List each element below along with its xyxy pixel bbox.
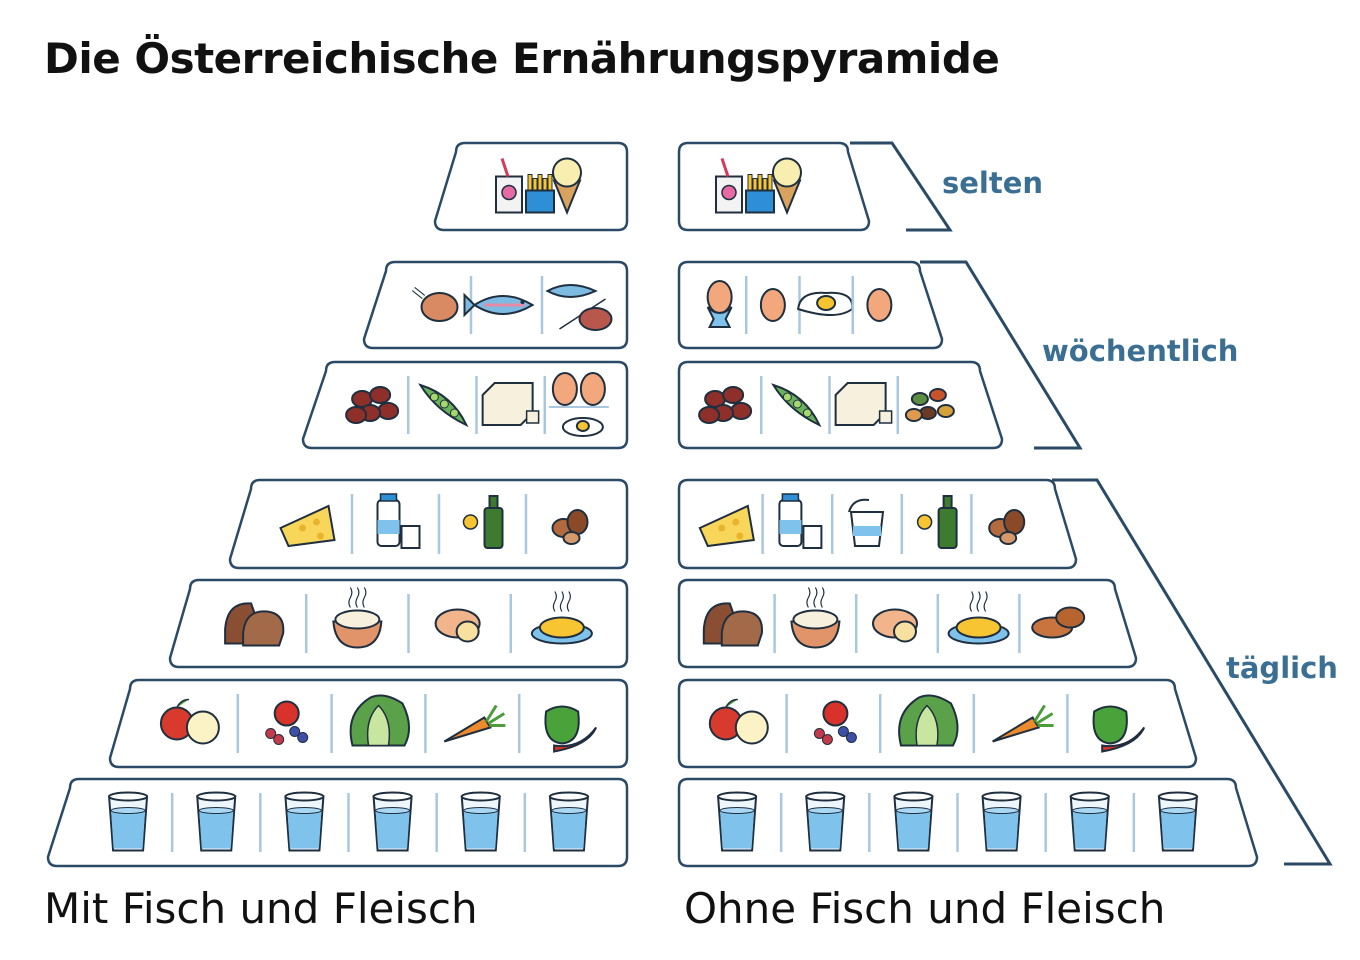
right-icon-beans [698,386,753,424]
right-pyramid-row-5 [677,578,1138,669]
right-icon-cheese [698,504,755,548]
right-pyramid-row-1 [677,141,871,232]
right-icon-bread-rolls [1031,606,1086,639]
right-icon-soft-drink-fries-icecream [715,157,802,216]
right-icon-lettuce [898,694,959,747]
left-icon-water [460,791,501,852]
right-icon-water [717,791,758,852]
bracket-selten [850,141,953,232]
left-icon-peppers [544,705,598,753]
left-icon-oil [462,495,504,549]
caption-with-meat: Mit Fisch und Fleisch [44,884,478,933]
left-icon-milk [376,493,421,549]
left-icon-soft-drink-fries-icecream [495,157,582,216]
left-icon-carrots [443,704,506,743]
left-icon-fish-and-steak [545,284,613,331]
right-icon-egg [759,288,786,322]
left-icon-cheese [279,504,336,548]
right-pyramid-row-2 [677,260,944,350]
left-icon-pasta [530,591,593,645]
right-icon-yogurt [848,498,885,547]
right-icon-oil [916,495,958,549]
left-icon-water [372,791,413,852]
left-icon-bread [224,602,285,647]
right-icon-water [1157,791,1198,852]
right-icon-legumes [904,388,955,422]
right-icon-bread [702,602,763,647]
left-icon-peas [418,383,469,428]
label-woechentlich: wöchentlich [1042,334,1239,368]
right-icon-water [893,791,934,852]
right-icon-water [1069,791,1110,852]
bracket-taeglich [1052,478,1333,866]
right-icon-rice [790,587,841,649]
right-icon-fried-egg [797,291,854,316]
right-icon-tofu [834,382,893,426]
left-icon-apples [159,698,220,745]
right-icon-pasta [947,591,1010,645]
left-icon-tofu [481,382,540,426]
left-icon-water [196,791,237,852]
left-icon-nuts [551,509,589,545]
left-pyramid-row-2 [362,260,629,350]
right-icon-potato [872,608,918,643]
left-pyramid-row-7 [46,777,629,868]
left-icon-water [108,791,149,852]
right-icon-carrots [992,704,1054,743]
left-icon-berries [265,700,309,745]
left-icon-chicken-leg [411,287,459,322]
right-icon-water [981,791,1022,852]
left-icon-lettuce [349,694,410,747]
right-icon-milk [778,493,823,549]
right-icon-egg [866,288,893,322]
left-row-5-outline [168,578,629,669]
left-icon-eggs [548,372,609,437]
left-icon-potato [434,608,481,643]
right-pyramid-row-6 [677,678,1198,769]
left-pyramid-row-3 [301,360,629,450]
left-pyramid-row-5 [168,578,629,669]
right-icon-nuts [988,509,1026,545]
right-pyramid-row-3 [677,360,1004,450]
right-icon-peas [771,383,822,428]
right-icon-peppers [1092,705,1146,753]
caption-without-meat: Ohne Fisch und Fleisch [684,884,1166,933]
page-title: Die Österreichische Ernährungspyramide [44,34,1000,83]
left-icon-fish [463,292,535,318]
right-icon-water [805,791,846,852]
left-icon-water [284,791,325,852]
right-pyramid-row-4 [677,478,1078,570]
right-icon-berries [813,700,857,745]
left-icon-water [548,791,589,852]
left-pyramid-row-4 [228,478,629,570]
label-taeglich: täglich [1226,651,1338,685]
right-icon-egg-cup [706,280,733,328]
left-pyramid-row-1 [433,141,629,232]
right-pyramid-row-7 [677,777,1259,868]
bracket-woechentlich [920,260,1083,450]
right-row-1-outline [677,141,871,232]
right-icon-apples [708,698,769,745]
left-row-4-outline [228,478,629,570]
left-icon-beans [345,386,400,424]
left-pyramid-row-6 [108,678,629,769]
label-selten: selten [942,166,1044,200]
left-icon-rice [332,587,383,649]
